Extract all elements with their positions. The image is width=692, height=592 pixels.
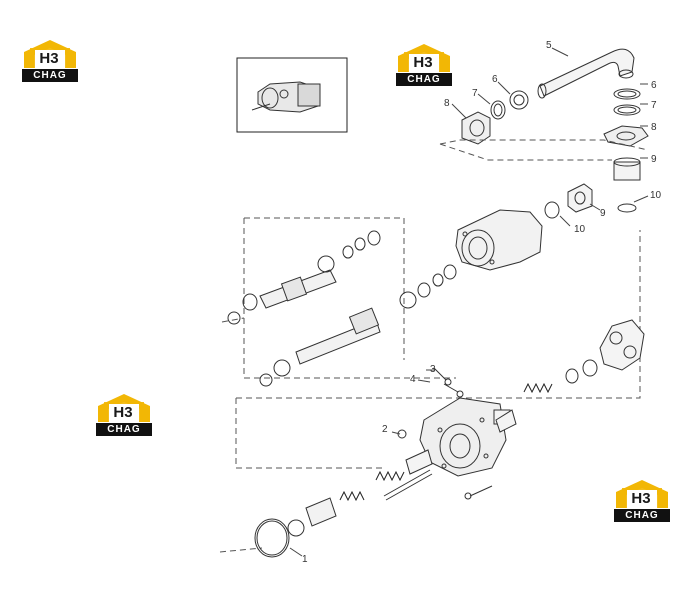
callout-9: 9: [600, 208, 606, 219]
guide-lines: [219, 139, 649, 553]
logo-mark: H3: [631, 490, 651, 507]
callout-10: 10: [574, 224, 586, 235]
callout-3: 3: [430, 364, 436, 375]
callout-5: 5: [546, 40, 552, 51]
brand-logo: H3 CHAG: [614, 478, 670, 526]
callout-6: 6: [492, 74, 498, 85]
callout-8: 8: [651, 122, 657, 133]
part-o-ring: [254, 518, 290, 558]
house-roof-icon: [398, 44, 450, 72]
callout-leaders: [289, 47, 649, 557]
callout-labels: 5 6 7 8 6 7 8 9 10 9 10 3 4 2 1: [302, 40, 662, 565]
part-valve: [495, 359, 598, 433]
callout-1: 1: [302, 554, 308, 565]
callout-8: 8: [444, 98, 450, 109]
part-flange: [461, 111, 649, 147]
part-spring: [339, 382, 553, 502]
logo-word: CHAG: [614, 509, 670, 522]
house-roof-icon: [616, 480, 668, 508]
house-roof-icon: [24, 40, 76, 68]
logo-mark: H3: [113, 404, 133, 421]
callout-7: 7: [651, 100, 657, 111]
inset-thumbnail: [236, 57, 348, 133]
part-gasket: [599, 319, 645, 371]
part-pump-body: [419, 397, 511, 477]
brand-logo: H3 CHAG: [96, 392, 152, 440]
callout-9: 9: [651, 154, 657, 165]
callout-6: 6: [651, 80, 657, 91]
part-fitting: [567, 157, 641, 213]
logo-word: CHAG: [396, 73, 452, 86]
logo-word: CHAG: [22, 69, 78, 82]
house-roof-icon: [98, 394, 150, 422]
logo-word: CHAG: [96, 423, 152, 436]
brand-logo: H3 CHAG: [396, 42, 452, 90]
part-sleeve: [287, 449, 433, 537]
callout-2: 2: [382, 424, 388, 435]
callout-4: 4: [410, 374, 416, 385]
callout-7: 7: [472, 88, 478, 99]
logo-mark: H3: [413, 54, 433, 71]
part-ring: [490, 88, 641, 219]
part-hose: [537, 48, 635, 99]
part-housing: [455, 209, 543, 271]
part-shaft-middle: [259, 264, 457, 387]
logo-mark: H3: [39, 50, 59, 67]
part-shaft-upper: [227, 230, 381, 325]
callout-10: 10: [650, 190, 662, 201]
part-bolt: [397, 367, 493, 500]
brand-logo: H3 CHAG: [22, 38, 78, 86]
